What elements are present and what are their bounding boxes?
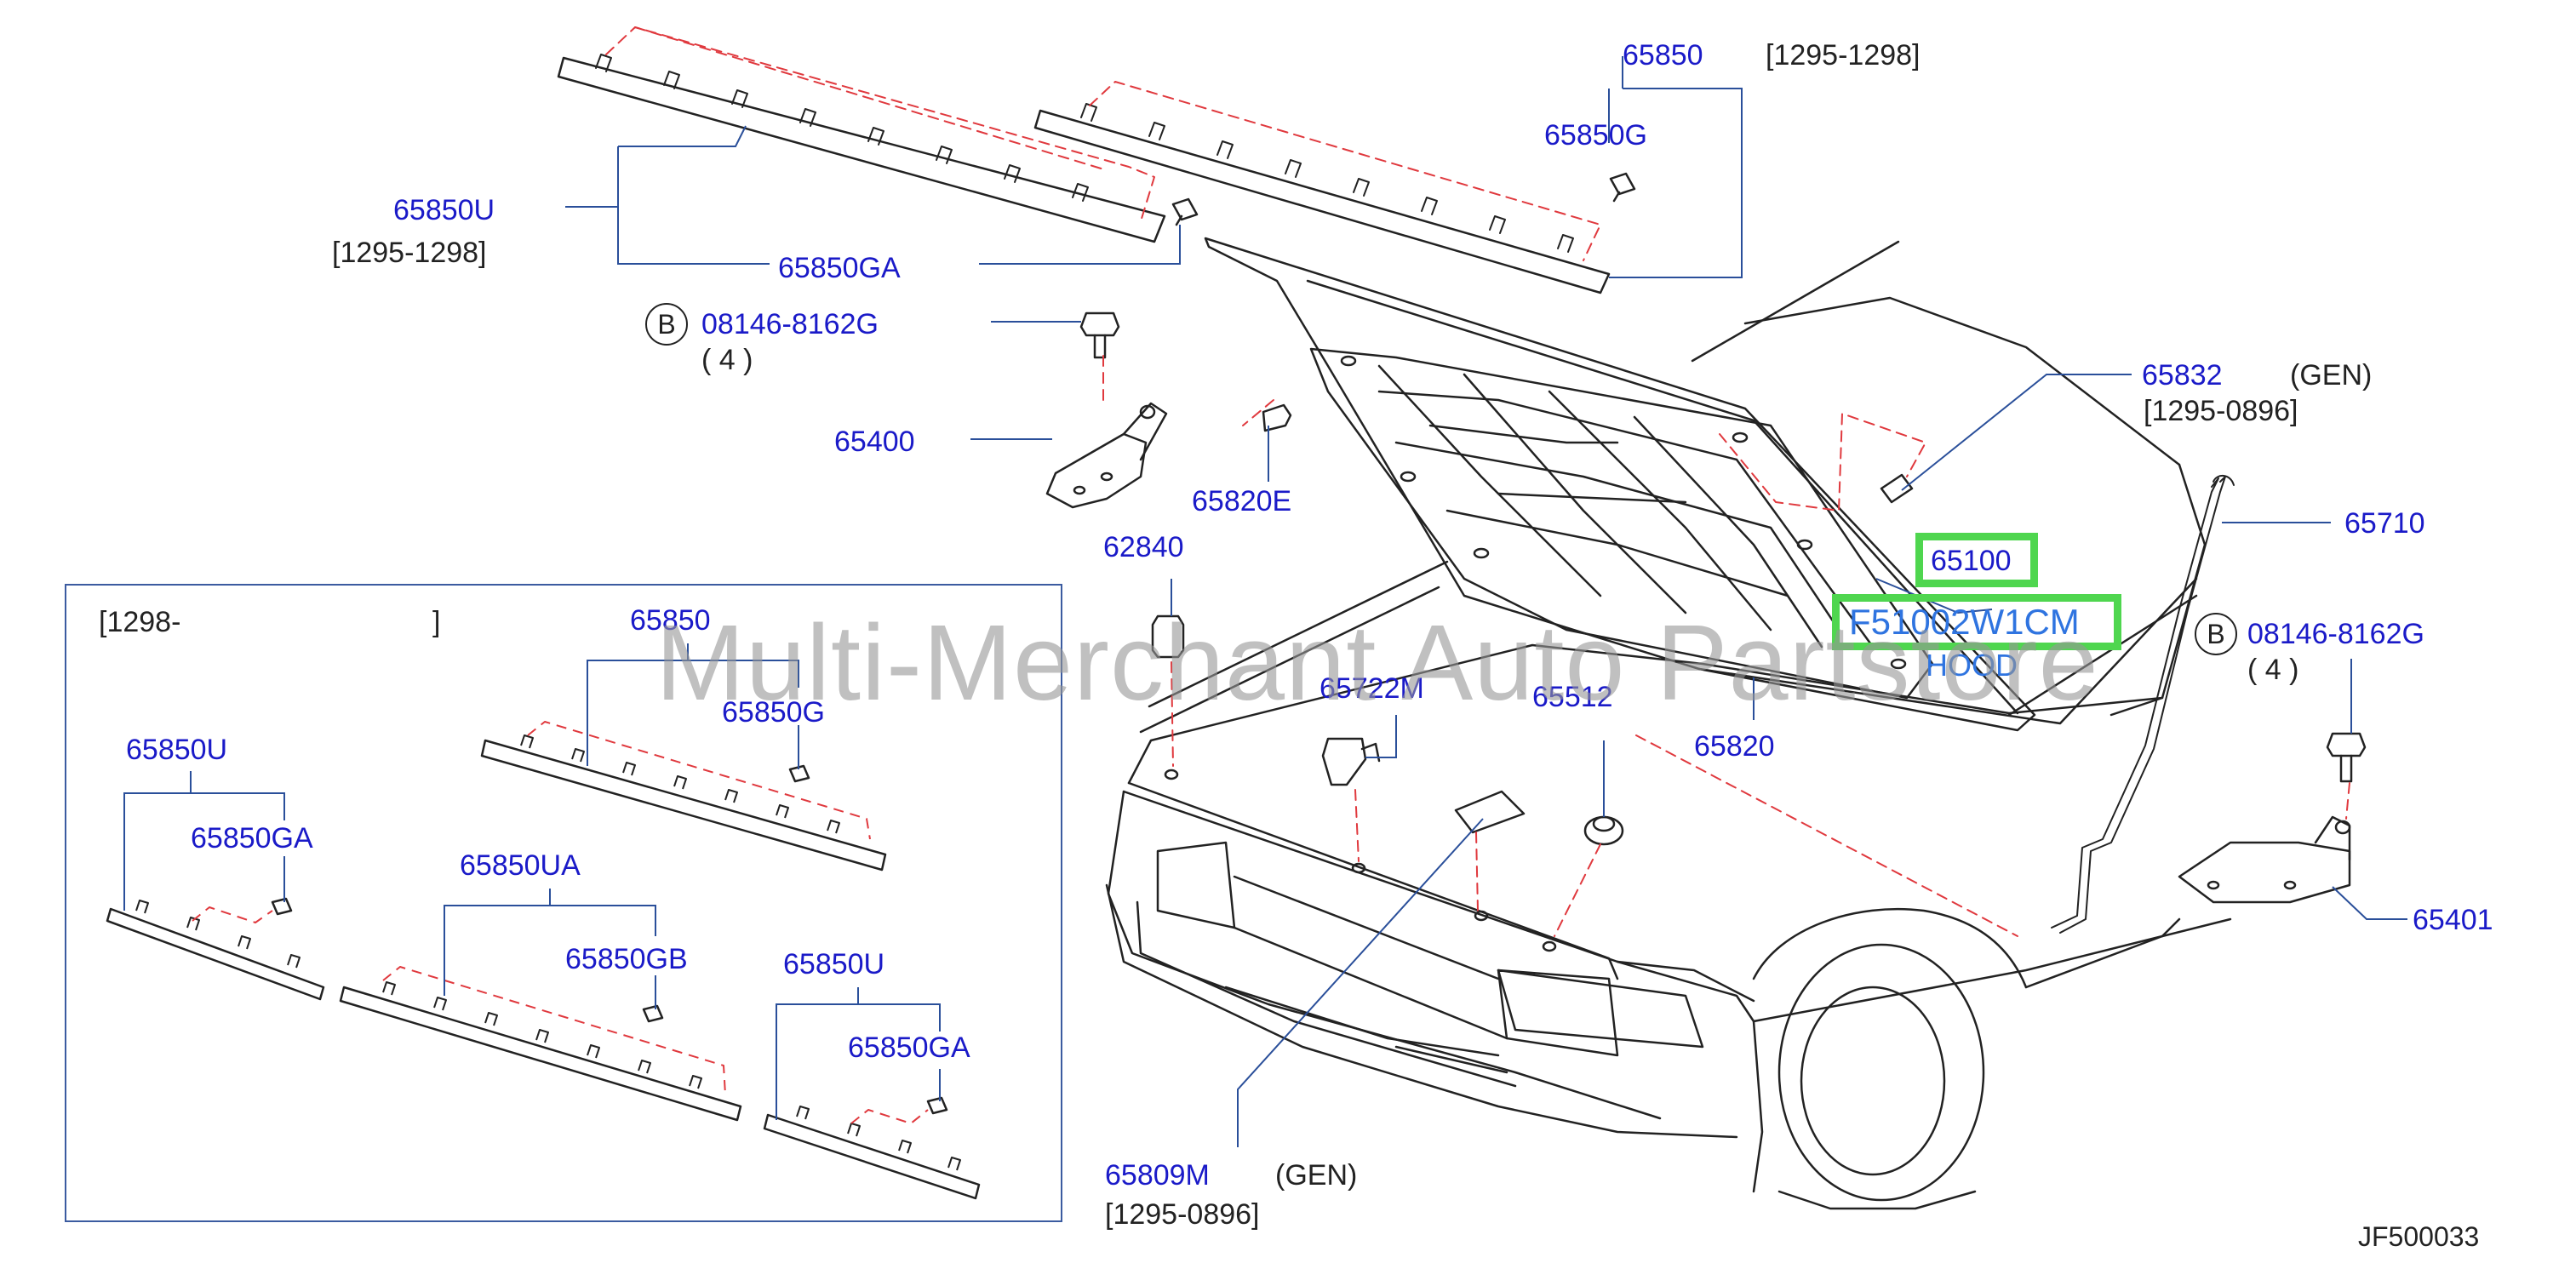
- hood-hinge-65401: [2178, 815, 2351, 904]
- molding-strip-upper-right: [1033, 81, 1611, 294]
- molding-strip-upper-left: [557, 26, 1166, 243]
- hood-lock-65722m: [1321, 737, 1381, 786]
- inset-label-65850ga-right[interactable]: 65850GA: [848, 1032, 970, 1064]
- label-08146-8162g-left[interactable]: 08146-8162G: [701, 308, 879, 340]
- highlight-box-65100: [1915, 533, 2038, 587]
- leader-lines: [565, 56, 2407, 1147]
- range-65850: [1295-1298]: [1766, 39, 1921, 71]
- inset-label-65850g[interactable]: 65850G: [722, 696, 825, 729]
- label-f51002w1cm[interactable]: F51002W1CM: [1849, 602, 2080, 642]
- inset-label-65850ua[interactable]: 65850UA: [460, 849, 581, 882]
- inset-frame: [65, 584, 1062, 1222]
- hood-hinge-65400: [1045, 402, 1168, 509]
- range-65809m: [1295-0896]: [1105, 1198, 1260, 1231]
- label-65100[interactable]: 65100: [1931, 545, 2012, 577]
- label-65710[interactable]: 65710: [2344, 507, 2425, 540]
- inset-label-65850u-right[interactable]: 65850U: [783, 948, 885, 980]
- gen-65832: (GEN): [2290, 359, 2373, 391]
- inset-leader-lines: [123, 643, 941, 1120]
- inset-drawing: [106, 721, 981, 1200]
- insulator-65809m: [1454, 790, 1526, 834]
- label-65820e[interactable]: 65820E: [1192, 485, 1292, 517]
- inset-label-65850[interactable]: 65850: [630, 604, 711, 637]
- label-65512[interactable]: 65512: [1532, 681, 1613, 713]
- range-65850u: [1295-1298]: [332, 237, 487, 269]
- label-65820[interactable]: 65820: [1694, 730, 1775, 763]
- label-65850ga[interactable]: 65850GA: [778, 252, 901, 284]
- bolt-08146-8162g-right: [2326, 732, 2367, 783]
- hood-bumper-65820e: [1262, 403, 1292, 432]
- bolt-b-marker-right: B: [2195, 613, 2237, 655]
- label-65850u[interactable]: 65850U: [393, 194, 495, 226]
- pad-65832: [1880, 473, 1914, 504]
- label-65850g[interactable]: 65850G: [1544, 119, 1647, 151]
- bolt-b-marker-left: B: [645, 303, 688, 346]
- molding-clip-65850g: [1609, 172, 1636, 203]
- range-65832: [1295-0896]: [2144, 395, 2298, 427]
- inset-label-65850ga-left[interactable]: 65850GA: [191, 822, 313, 854]
- qty-bolt-left: ( 4 ): [701, 344, 753, 376]
- label-65722m[interactable]: 65722M: [1319, 672, 1424, 705]
- label-65850[interactable]: 65850: [1623, 39, 1703, 71]
- label-65400[interactable]: 65400: [834, 426, 915, 458]
- gen-65809m: (GEN): [1275, 1159, 1358, 1192]
- inset-label-65850u-left[interactable]: 65850U: [126, 734, 228, 766]
- label-62840[interactable]: 62840: [1103, 531, 1184, 563]
- label-65832[interactable]: 65832: [2142, 359, 2223, 391]
- hood-bumper-62840: [1151, 614, 1185, 659]
- inset-range-start: [1298-: [99, 606, 181, 638]
- molding-clip-65850ga: [1171, 197, 1199, 226]
- qty-bolt-right: ( 4 ): [2247, 654, 2299, 686]
- label-08146-8162g-right[interactable]: 08146-8162G: [2247, 618, 2424, 650]
- grommet-65512: [1583, 815, 1624, 846]
- hood-panel: [1204, 237, 2036, 732]
- inset-range-end: ]: [432, 606, 441, 638]
- vehicle-body: [1105, 240, 2232, 1210]
- label-65401[interactable]: 65401: [2413, 904, 2493, 936]
- diagram-code: JF500033: [2358, 1221, 2480, 1252]
- bolt-08146-8162g-left: [1079, 311, 1120, 359]
- hood-support-rod: [2051, 475, 2235, 934]
- label-65809m[interactable]: 65809M: [1105, 1159, 1210, 1192]
- inset-label-65850gb[interactable]: 65850GB: [565, 943, 688, 975]
- install-guide-dashes: [1102, 355, 2350, 937]
- highlight-box-partnumber: [1832, 594, 2121, 650]
- watermark-text: Multi-Merchant Auto Partstore: [655, 603, 2099, 723]
- label-hood: HOOD: [1926, 648, 2018, 683]
